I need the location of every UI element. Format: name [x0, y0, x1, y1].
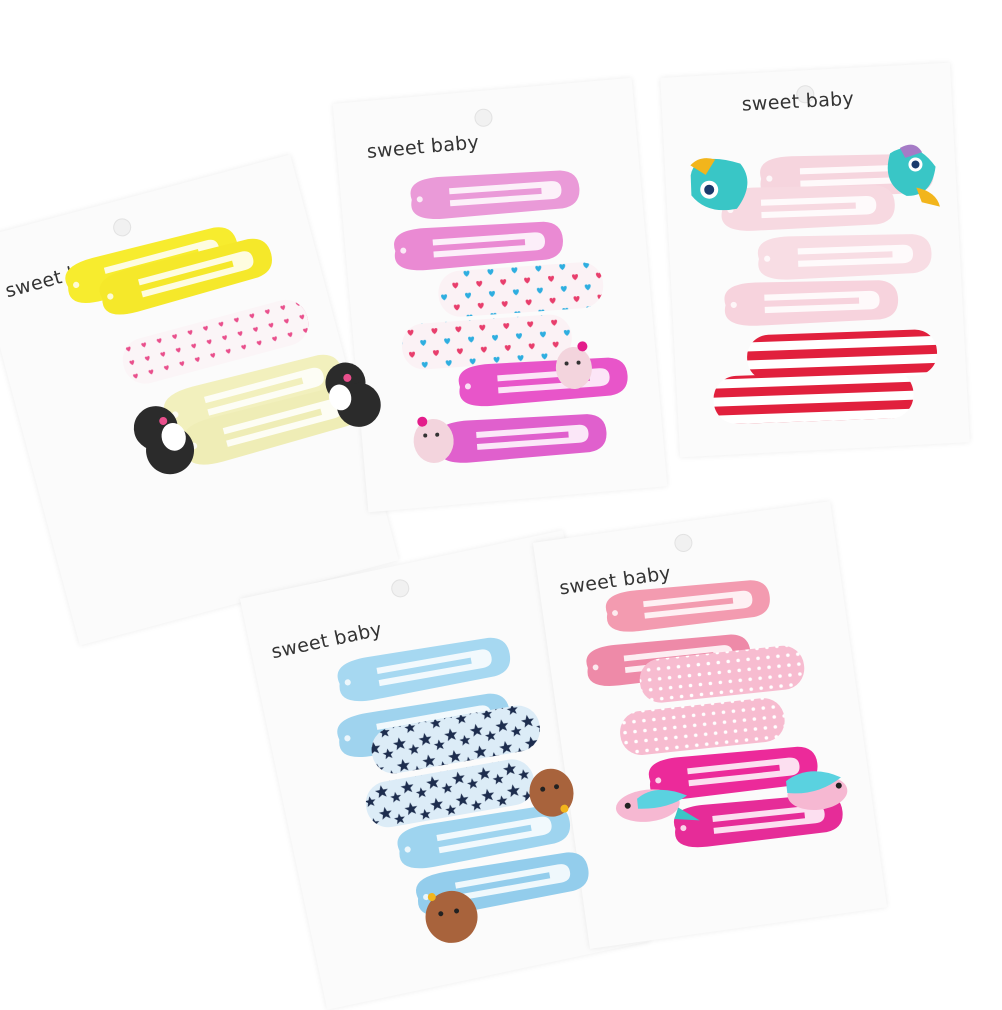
puppy-ornament: [529, 768, 574, 817]
yellow-clip-group: [61, 220, 381, 475]
parrot-ornament: [887, 144, 940, 207]
parrot-clip-group: [690, 144, 940, 424]
pink-clip-group: [392, 167, 630, 465]
bunny-ornament: [555, 341, 592, 389]
pink-bird-clip-group: [584, 576, 848, 850]
parrot-ornament: [690, 158, 748, 211]
blue-clip-group: [334, 632, 592, 943]
poodle-ornament: [133, 406, 195, 475]
bird-ornament: [615, 789, 700, 822]
bunny-ornament: [413, 416, 454, 463]
bird-ornament: [786, 771, 848, 811]
puppy-ornament: [425, 890, 478, 943]
poodle-ornament: [325, 362, 381, 427]
